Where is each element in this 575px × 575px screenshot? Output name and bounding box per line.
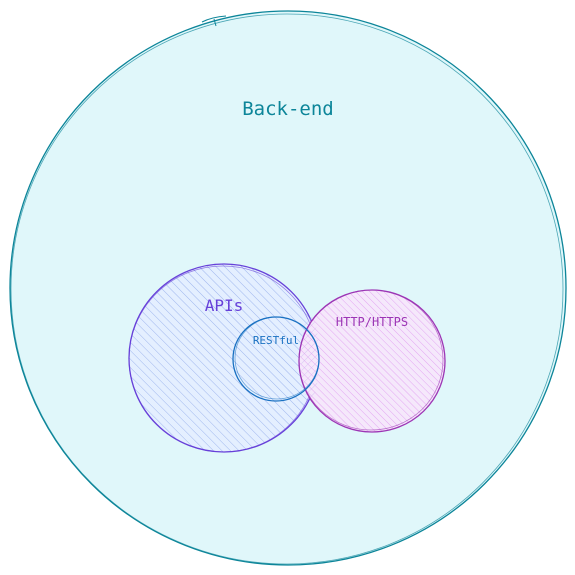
http-circle[interactable] [298,289,446,433]
restful-circle-outline-sketch [234,316,320,400]
http-circle-outline-sketch [298,289,444,431]
apis-label: APIs [205,296,244,315]
http-circle-fill [299,290,445,432]
backend-circle-sketch-tick [201,15,227,27]
backend-label: Back-end [242,98,334,120]
backend-circle-outline [9,10,567,566]
backend-circle-outline-sketch [10,13,564,565]
restful-circle[interactable] [232,316,320,402]
apis-circle-fill [129,264,319,452]
http-label: HTTP/HTTPS [336,315,408,329]
apis-circle[interactable] [128,263,320,453]
restful-label: RESTful [253,334,299,347]
